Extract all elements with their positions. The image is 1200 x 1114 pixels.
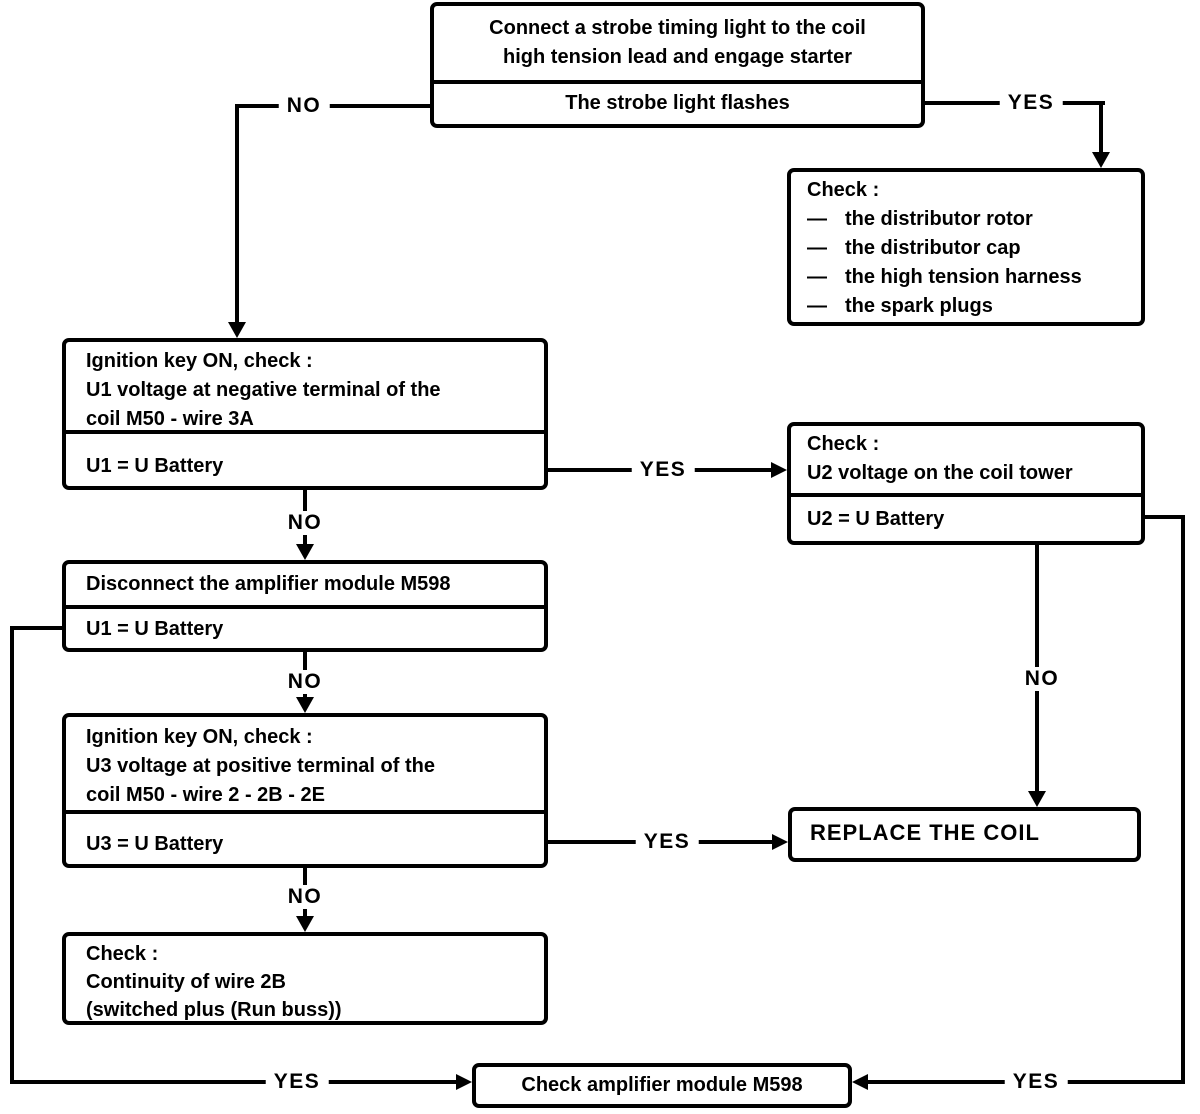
node-strobe-action-line2: high tension lead and engage starter xyxy=(503,46,852,68)
dash-bullet: — xyxy=(807,266,827,288)
node-u2-condition: U2 = U Battery xyxy=(807,508,945,530)
distributor-check-item: — the distributor cap xyxy=(807,234,1133,263)
edge-feedback-left-bottom xyxy=(10,1080,458,1084)
edge-strobe-no-h xyxy=(237,104,430,108)
arrowhead-down xyxy=(296,544,314,560)
node-check-amplifier: Check amplifier module M598 xyxy=(472,1063,852,1108)
edge-label-no: NO xyxy=(279,885,331,909)
node-u1-condition: U1 = U Battery xyxy=(86,455,224,477)
edge-label-no: NO xyxy=(278,94,330,118)
node-disconnect-amplifier: Disconnect the amplifier module M598 U1 … xyxy=(62,560,548,652)
node-u2-check: Check : U2 voltage on the coil tower U2 … xyxy=(787,422,1145,545)
arrowhead-down xyxy=(1028,791,1046,807)
edge-label-no: NO xyxy=(279,511,331,535)
edge-feedback-left-v xyxy=(10,626,14,1084)
dash-bullet: — xyxy=(807,237,827,259)
arrowhead-down xyxy=(296,916,314,932)
check-amplifier-label: Check amplifier module M598 xyxy=(521,1074,803,1096)
node-u3-check: Ignition key ON, check : U3 voltage at p… xyxy=(62,713,548,868)
node-strobe-result: The strobe light flashes xyxy=(565,92,790,114)
edge-label-yes: YES xyxy=(265,1070,329,1094)
distributor-check-item: — the spark plugs xyxy=(807,292,1133,321)
node-strobe-test: Connect a strobe timing light to the coi… xyxy=(430,2,925,128)
node-u1-action: Ignition key ON, check : U1 voltage at n… xyxy=(66,342,544,434)
distributor-check-item: — the distributor rotor xyxy=(807,205,1133,234)
node-distributor-check: Check : — the distributor rotor — the di… xyxy=(787,168,1145,326)
dash-bullet: — xyxy=(807,295,827,317)
edge-feedback-right-stub xyxy=(1145,515,1185,519)
arrowhead-down xyxy=(1092,152,1110,168)
node-strobe-action: Connect a strobe timing light to the coi… xyxy=(434,6,921,84)
node-disconnect-condition: U1 = U Battery xyxy=(86,618,224,640)
node-replace-coil: REPLACE THE COIL xyxy=(788,807,1141,862)
node-disconnect-action: Disconnect the amplifier module M598 xyxy=(66,564,544,609)
edge-label-no: NO xyxy=(1016,667,1068,691)
node-u2-action: Check : U2 voltage on the coil tower xyxy=(791,426,1141,497)
edge-label-yes: YES xyxy=(1004,1070,1068,1094)
arrowhead-right xyxy=(456,1074,472,1090)
arrowhead-left xyxy=(852,1074,868,1090)
edge-feedback-left-stub xyxy=(10,626,62,630)
arrowhead-right xyxy=(772,834,788,850)
edge-strobe-no-v xyxy=(235,104,239,328)
edge-label-yes: YES xyxy=(999,91,1063,115)
edge-strobe-yes-v xyxy=(1099,101,1103,154)
edge-feedback-right-v xyxy=(1181,515,1185,1084)
dash-bullet: — xyxy=(807,208,827,230)
node-continuity-check: Check : Continuity of wire 2B (switched … xyxy=(62,932,548,1025)
edge-label-yes: YES xyxy=(631,458,695,482)
distributor-check-item: — the high tension harness xyxy=(807,263,1133,292)
replace-coil-label: REPLACE THE COIL xyxy=(810,820,1040,845)
edge-label-no: NO xyxy=(279,670,331,694)
node-u3-condition: U3 = U Battery xyxy=(86,833,224,855)
arrowhead-down xyxy=(296,697,314,713)
distributor-check-title: Check : xyxy=(807,179,880,201)
arrowhead-down xyxy=(228,322,246,338)
node-u3-action: Ignition key ON, check : U3 voltage at p… xyxy=(66,717,544,814)
node-strobe-action-line1: Connect a strobe timing light to the coi… xyxy=(489,17,866,39)
arrowhead-right xyxy=(771,462,787,478)
edge-label-yes: YES xyxy=(635,830,699,854)
node-u1-check: Ignition key ON, check : U1 voltage at n… xyxy=(62,338,548,490)
